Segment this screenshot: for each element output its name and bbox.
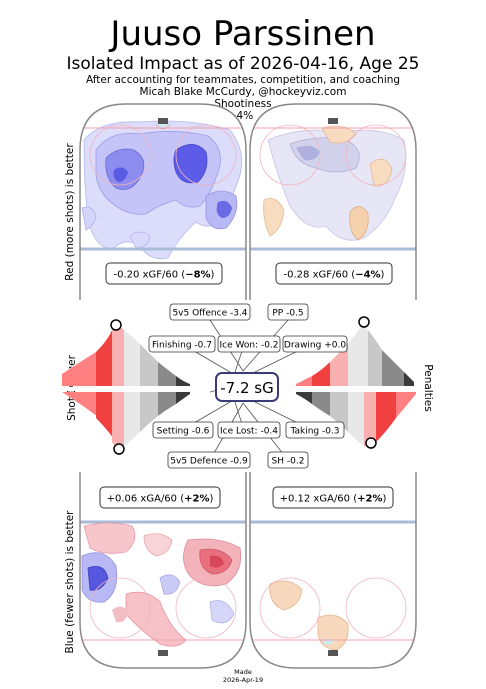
- defence-label-box-right: +0.12 xGA/60 (+2%): [272, 486, 394, 509]
- component-5v5-defence: 5v5 Defence -0.9: [170, 457, 248, 467]
- credit-line: Micah Blake McCurdy, @hockeyviz.com: [139, 86, 347, 98]
- component-ice-won: Ice Won: -0.2: [219, 341, 278, 351]
- def-blob-blue-2: [209, 600, 235, 624]
- offence-5v5-blob-core-3: [113, 167, 128, 182]
- svg-text:-0.28 xGF/60 (−4%): -0.28 xGF/60 (−4%): [284, 270, 385, 281]
- footer-made: Made: [234, 668, 252, 676]
- offence-5v5-blob-lowcore: [216, 200, 232, 218]
- sh-orange-1: [269, 580, 303, 611]
- component-taking: Taking -0.3: [289, 427, 339, 437]
- pp-blob-core: [296, 145, 320, 161]
- total-sg: -7.2 sG: [220, 379, 273, 397]
- defence-5v5-label: +0.06 xGA/60 (: [107, 494, 185, 505]
- def-blob-red-4: [143, 533, 173, 557]
- offence-label-box-right: -0.28 xGF/60 (−4%): [275, 262, 393, 285]
- def-blob-blue-1-core: [87, 565, 109, 591]
- component-pp: PP -0.5: [272, 309, 303, 319]
- svg-text:+0.06 xGA/60 (+2%): +0.06 xGA/60 (+2%): [107, 494, 214, 505]
- def-blob-red-5: [112, 606, 128, 623]
- offence-5v5-label: -0.20 xGF/60 (: [114, 270, 186, 281]
- svg-text:+0.12 xGA/60 (+2%): +0.12 xGA/60 (+2%): [280, 494, 387, 505]
- defence-sh-label: +0.12 xGA/60 (: [280, 494, 358, 505]
- def-blob-red-2-core2: [210, 555, 224, 568]
- component-drawing: Drawing +0.0: [284, 341, 346, 351]
- footer-date: 2026-Apr-19: [223, 676, 263, 684]
- offence-5v5-pct: −8%: [185, 270, 210, 281]
- def-blob-blue-3: [159, 574, 181, 595]
- shot-danger-fan: [62, 319, 190, 455]
- context-note: After accounting for teammates, competit…: [85, 74, 401, 86]
- pp-orange-2: [263, 197, 285, 237]
- component-sh: SH -0.2: [272, 457, 305, 467]
- page-title: Juuso Parssinen: [110, 14, 376, 54]
- penalties-fan: [294, 316, 418, 449]
- offence-5v5-blob-edge: [81, 206, 97, 231]
- def-blob-red-1: [83, 522, 136, 554]
- pp-orange-4: [349, 206, 369, 241]
- offence-label-box-left: -0.20 xGF/60 (−8%): [105, 262, 223, 285]
- defence-label-box-left: +0.06 xGA/60 (+2%): [99, 486, 221, 509]
- page-subtitle: Isolated Impact as of 2026-04-16, Age 25: [66, 54, 420, 74]
- svg-text:-0.20 xGF/60 (−8%): -0.20 xGF/60 (−8%): [114, 270, 215, 281]
- pp-orange-1: [321, 125, 357, 144]
- pp-orange-3: [369, 158, 393, 187]
- defence-sh-pct: +2%: [357, 494, 382, 505]
- defence-5v5-pct: +2%: [184, 494, 209, 505]
- component-ice-lost: Ice Lost: -0.4: [220, 427, 278, 437]
- shootiness-label: Shootiness: [214, 98, 272, 110]
- offence-pp-pct: −4%: [355, 270, 380, 281]
- offence-pp-label: -0.28 xGF/60 (: [284, 270, 356, 281]
- component-5v5-offence: 5v5 Offence -3.4: [172, 309, 247, 319]
- component-setting: Setting -0.6: [157, 427, 210, 437]
- offence-5v5-blob-core-2: [173, 144, 208, 184]
- component-finishing: Finishing -0.7: [152, 341, 212, 351]
